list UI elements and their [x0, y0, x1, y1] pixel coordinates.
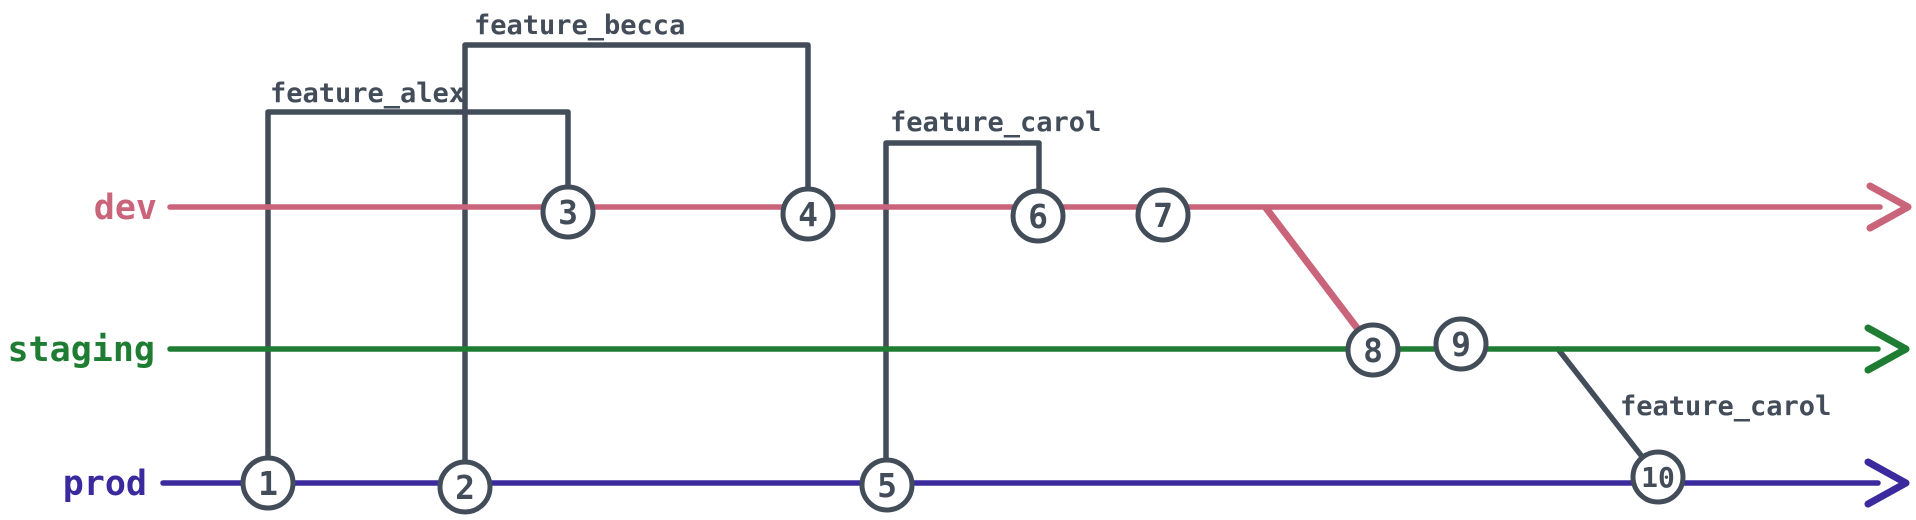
commit-circle — [540, 184, 596, 240]
branch-dev: dev — [94, 182, 1912, 353]
feature-carol-path — [883, 140, 1042, 488]
commit-circle — [1345, 322, 1401, 378]
dev-to-staging-merge-line — [1262, 204, 1377, 353]
commit-number: 10 — [1641, 461, 1675, 494]
branch-prod: prod — [63, 458, 1910, 508]
prod-arrowhead-icon — [1864, 458, 1910, 508]
commit-node-7: 7 — [1135, 187, 1191, 243]
commit-node-2: 2 — [437, 459, 493, 515]
commit-circle — [1433, 316, 1489, 372]
commit-number: 4 — [798, 195, 818, 234]
commit-circle — [780, 186, 836, 242]
feature-carol-label: feature_carol — [890, 107, 1101, 138]
commit-node-8: 8 — [1345, 322, 1401, 378]
commit-circle — [859, 457, 915, 513]
commit-circle — [1630, 449, 1686, 505]
feature-labels: feature_alex feature_becca feature_carol… — [270, 10, 1831, 422]
feature-carol-merge-label: feature_carol — [1620, 391, 1831, 422]
branch-label-dev: dev — [94, 188, 157, 228]
commit-node-9: 9 — [1433, 316, 1489, 372]
commit-number: 7 — [1153, 196, 1173, 235]
dev-arrowhead-icon — [1866, 182, 1912, 232]
staging-arrowhead-icon — [1864, 324, 1910, 374]
feature-becca-label: feature_becca — [474, 10, 685, 41]
branch-label-prod: prod — [63, 464, 147, 504]
feature-alex-path — [265, 109, 571, 486]
commit-circle — [1135, 187, 1191, 243]
commit-number: 3 — [558, 193, 578, 232]
commit-number: 6 — [1028, 197, 1048, 236]
feature-alex-label: feature_alex — [270, 78, 465, 109]
branch-label-staging: staging — [7, 330, 155, 370]
feature-becca-path — [462, 42, 811, 490]
commit-node-10: 10 — [1630, 449, 1686, 505]
branch-staging: staging — [7, 324, 1910, 374]
commit-nodes: 1 2 3 4 5 6 7 8 — [240, 184, 1686, 515]
commit-circle — [1010, 188, 1066, 244]
commit-number: 1 — [258, 464, 278, 503]
commit-number: 2 — [455, 468, 475, 507]
commit-number: 8 — [1363, 331, 1383, 370]
commit-node-6: 6 — [1010, 188, 1066, 244]
commit-node-5: 5 — [859, 457, 915, 513]
commit-number: 9 — [1451, 325, 1471, 364]
commit-circle — [437, 459, 493, 515]
commit-node-4: 4 — [780, 186, 836, 242]
commit-circle — [240, 455, 296, 511]
commit-node-1: 1 — [240, 455, 296, 511]
commit-node-3: 3 — [540, 184, 596, 240]
commit-number: 5 — [877, 466, 897, 505]
